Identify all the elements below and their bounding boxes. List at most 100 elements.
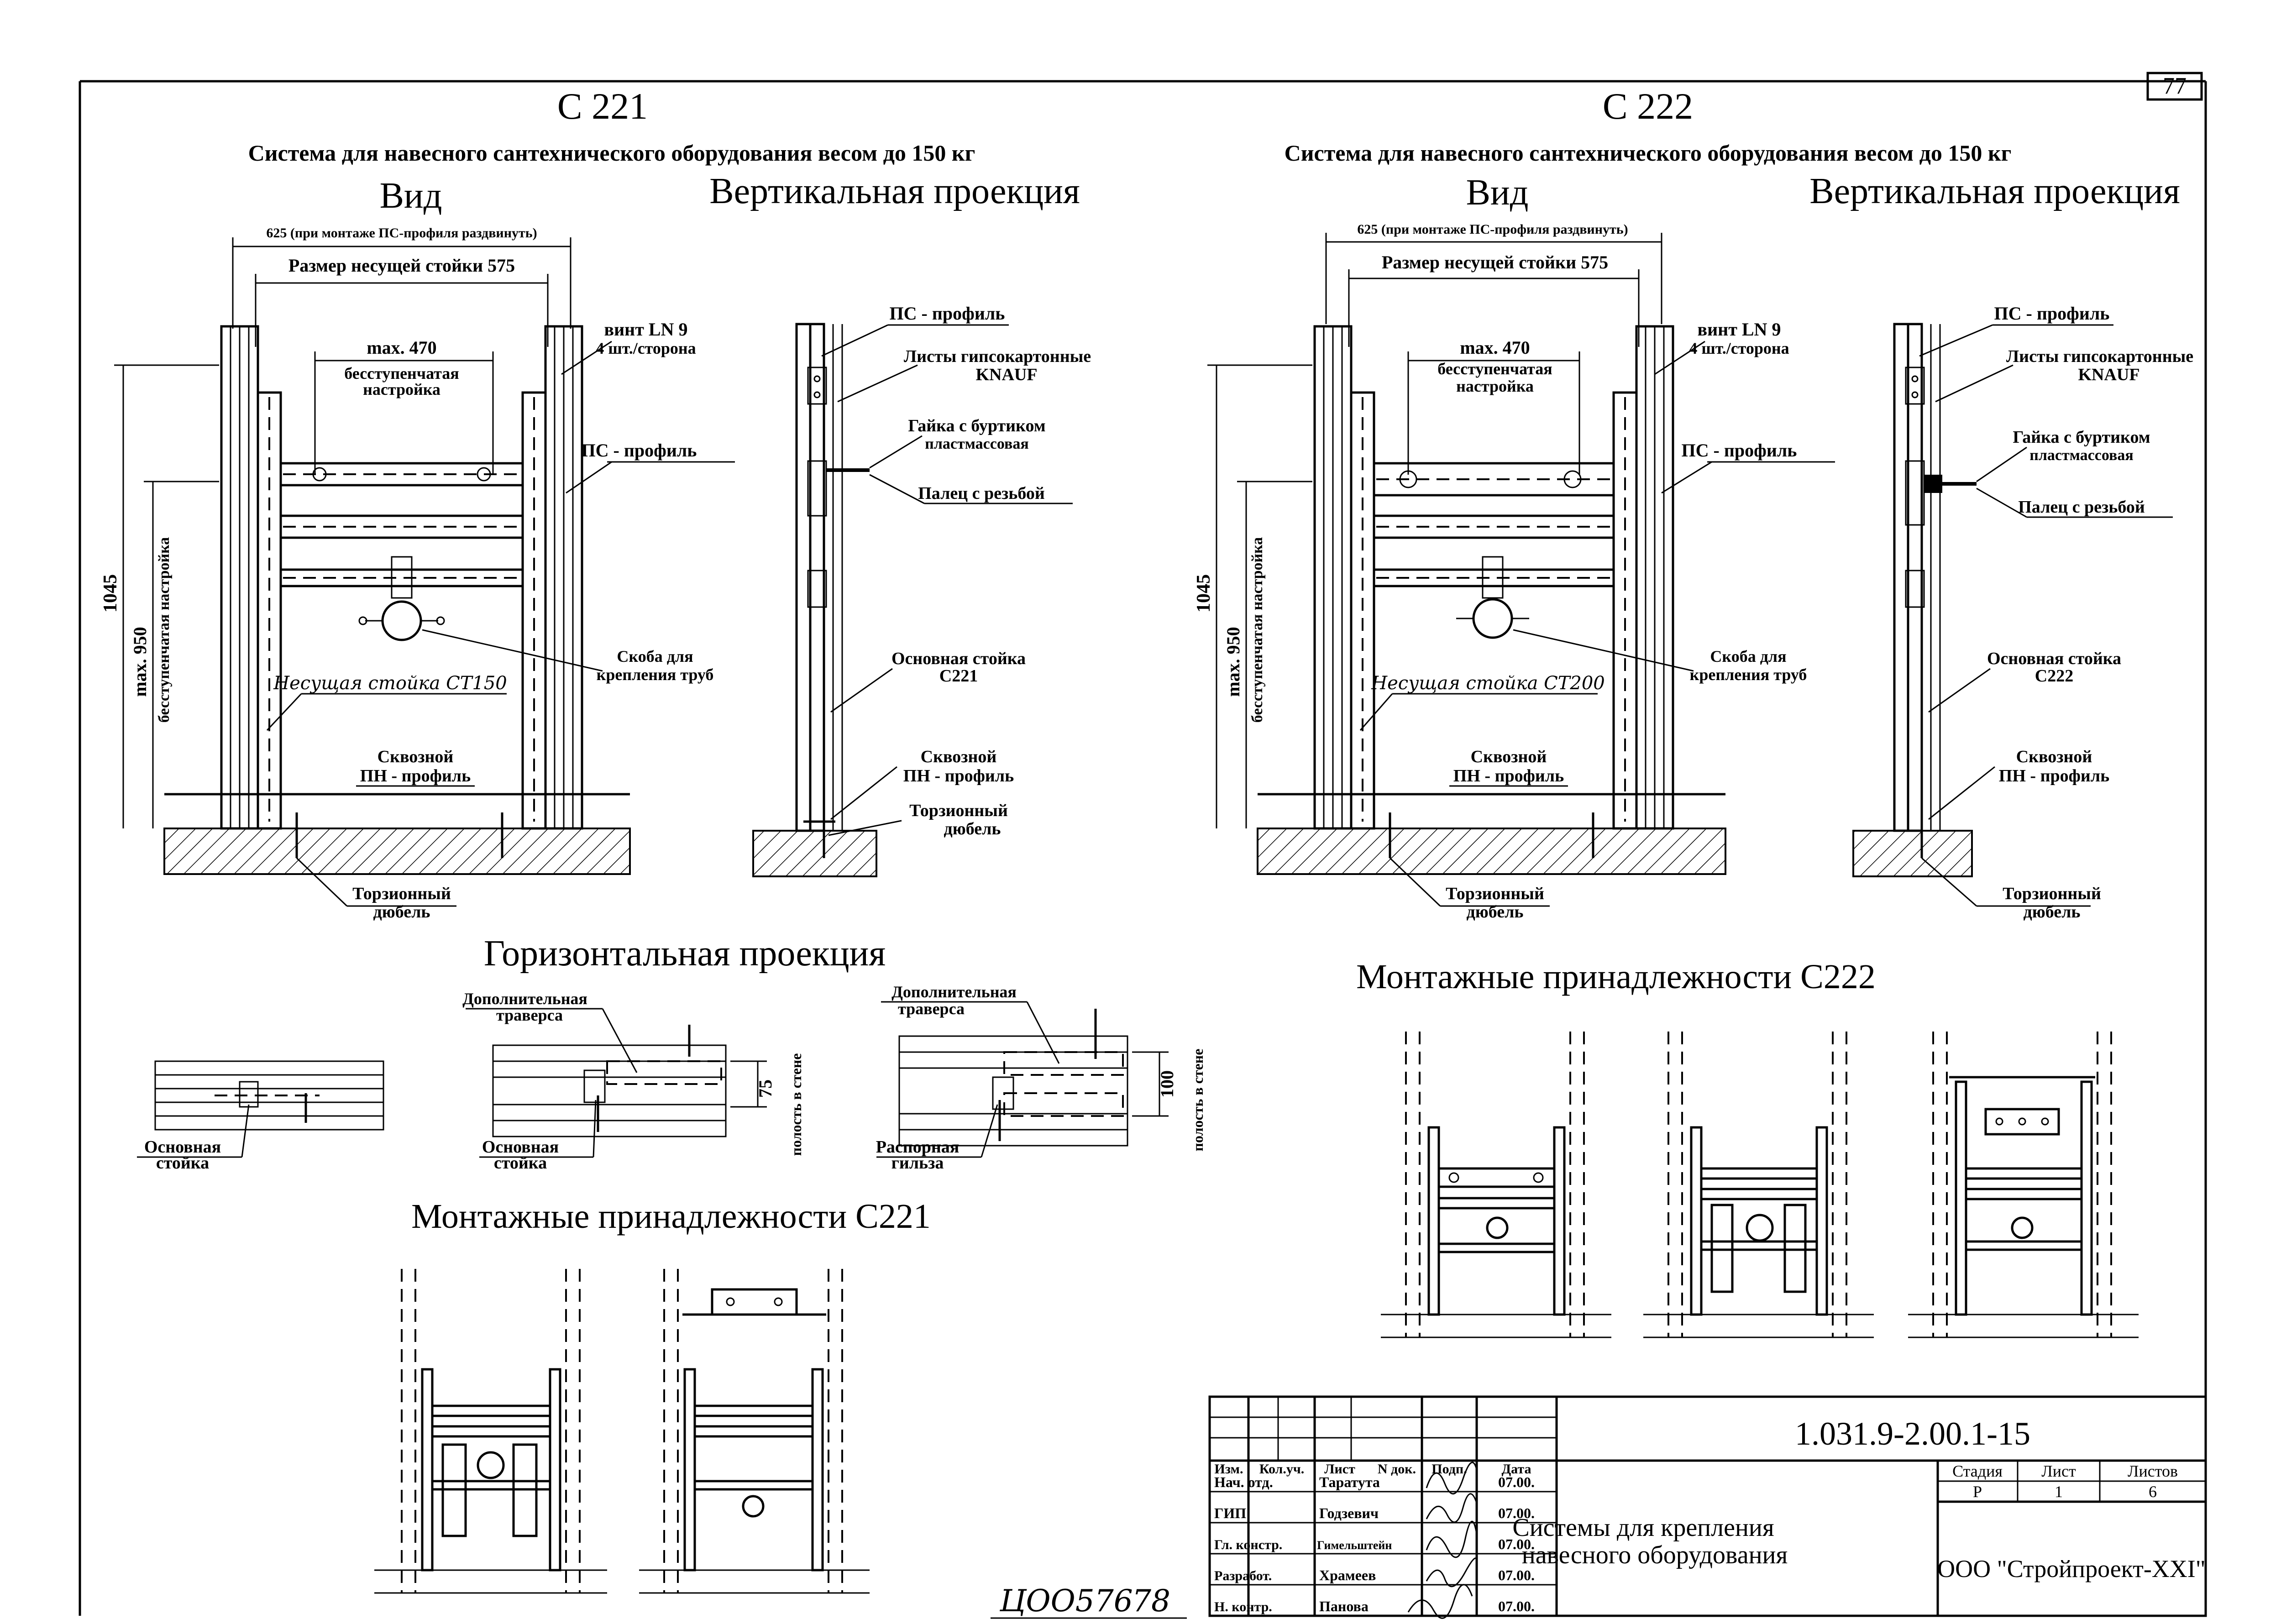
c221-bracket-label2: крепления труб: [597, 665, 714, 684]
tb-doc-name-2: навесного оборудования: [1522, 1541, 1788, 1569]
c221-v-main-label: Основная стойка: [891, 649, 1026, 668]
h2-cavity-label: полость в стене: [788, 1053, 804, 1156]
c222-header: С 222 Система для навесного сантехническ…: [1285, 85, 2180, 213]
c222-view-title: Вид: [1466, 173, 1529, 213]
c222-dim-950: max. 950: [1223, 627, 1243, 697]
c221-vertical-projection: ПС - профиль Листы гипсокартонные KNAUF …: [752, 303, 1091, 877]
c222-v-sheets-brand: KNAUF: [2078, 365, 2139, 384]
tb-sheets-header: Листов: [2128, 1462, 2178, 1480]
c222-bracket-label: Скоба для: [1710, 647, 1786, 665]
c221-v-main-label2: С221: [939, 666, 978, 686]
tb-row: Нач. отд. Таратута 07.00.: [1214, 1474, 1535, 1490]
c222-bracket-label2: крепления труб: [1690, 665, 1807, 684]
c222-dowel-label: Торзионный: [1446, 884, 1544, 903]
c221-header: С 221 Система для навесного сантехническ…: [248, 85, 1080, 216]
c222-dim-470: max. 470: [1460, 337, 1530, 358]
tb-stage-value: Р: [1973, 1483, 1982, 1501]
tb-row: Разработ. Храмеев 07.00.: [1214, 1567, 1535, 1583]
c222-front-view: 625 (при монтаже ПС-профиля раздвинуть) …: [1193, 222, 1835, 922]
c221-dim-950: max. 950: [130, 627, 150, 697]
c222-v-pn-label2: ПН - профиль: [1999, 766, 2109, 786]
c222-v-main-label2: С222: [2035, 666, 2073, 686]
horizontal-projection: Горизонтальная проекция Основная стойка: [137, 933, 1206, 1173]
archive-extra: 78: [1132, 1583, 1170, 1619]
tb-stage-header: Стадия: [1952, 1462, 2003, 1480]
accessories-c221: Монтажные принадлежности С221: [374, 1197, 931, 1594]
tb-row: Гл. констр. Гимельштейн 07.00.: [1214, 1536, 1535, 1552]
c222-dim-470-note: бесступенчатая: [1437, 360, 1552, 378]
tb-row-role: Нач. отд.: [1214, 1474, 1273, 1490]
c221-dim-625: 625 (при монтаже ПС-профиля раздвинуть): [266, 225, 537, 241]
tb-row-role: Н. контр.: [1214, 1599, 1272, 1614]
c222-ps-profile-label: ПС - профиль: [1682, 440, 1797, 461]
archive-number: ЦОО576: [999, 1583, 1133, 1619]
tb-row-name: Таратута: [1319, 1474, 1380, 1490]
tb-row-date: 07.00.: [1498, 1474, 1535, 1490]
c222-v-pin-label: Палец с резьбой: [2018, 498, 2145, 517]
h3-extra-label2: траверса: [898, 1000, 965, 1018]
c222-v-ps-label: ПС - профиль: [1994, 303, 2110, 324]
tb-head-kol: Кол.уч.: [1259, 1462, 1305, 1477]
c221-v-pin-label: Палец с резьбой: [918, 484, 1045, 503]
c221-dim-470-note: бесступенчатая: [344, 364, 459, 382]
c222-v-nut-label2: пластмассовая: [2029, 447, 2133, 464]
h2-main-post-label: Основная: [482, 1137, 559, 1157]
c221-v-dowel-label: Торзионный: [909, 801, 1008, 820]
tb-row-date: 07.00.: [1498, 1567, 1535, 1583]
tb-head-sign: Подп.: [1432, 1462, 1467, 1477]
c222-dim-625: 625 (при монтаже ПС-профиля раздвинуть): [1357, 222, 1628, 237]
c221-v-sheets-label: Листы гипсокартонные: [904, 347, 1091, 366]
c222-dim-470-note2: настройка: [1456, 377, 1534, 395]
c221-dim-1045: 1045: [100, 574, 121, 613]
c222-v-dowel-label: Торзионный: [2003, 884, 2101, 903]
tb-sheets-value: 6: [2149, 1483, 2157, 1501]
c222-subtitle: Система для навесного сантехнического об…: [1285, 140, 2012, 166]
c222-v-sheets-label: Листы гипсокартонные: [2006, 347, 2193, 366]
accessory-frame-a: [374, 1269, 607, 1594]
tb-row-name: Годзевич: [1319, 1505, 1379, 1521]
c221-v-nut-label: Гайка с буртиком: [908, 416, 1045, 435]
accessories-c221-title: Монтажные принадлежности С221: [411, 1197, 931, 1236]
c221-v-pn-label: Сквозной: [921, 747, 997, 766]
accessories-c222: Монтажные принадлежности С222: [1356, 958, 2139, 1338]
tb-row-name: Гимельштейн: [1317, 1539, 1392, 1552]
title-block: Изм. Кол.уч. Лист N док. Подп. Дата Нач.…: [1208, 1395, 2207, 1619]
signature-marks: [1407, 1462, 1478, 1619]
c221-v-sheets-brand: KNAUF: [975, 365, 1037, 384]
sheet-frame: 77: [79, 72, 2207, 1616]
c221-screw-label: винт LN 9: [604, 319, 688, 340]
tb-row-date: 07.00.: [1498, 1536, 1535, 1552]
h3-extra-label: Дополнительная: [891, 983, 1017, 1001]
h3-dim-100: 100: [1157, 1070, 1177, 1098]
c221-v-ps-label: ПС - профиль: [890, 303, 1005, 324]
c221-bracket-label: Скоба для: [617, 647, 693, 665]
h1-main-post-label2: стойка: [156, 1153, 209, 1173]
c222-dim-950-note: бесступенчатая настройка: [1249, 537, 1266, 723]
tb-head-doc: N док.: [1378, 1462, 1416, 1477]
c221-screw-count: 4 шт./сторона: [596, 339, 696, 357]
h2-extra-label: Дополнительная: [462, 990, 587, 1008]
c222-dim-575: Размер несущей стойки 575: [1382, 252, 1608, 272]
c221-pn-label2: ПН - профиль: [360, 766, 471, 786]
tb-doc-name: Системы для крепления: [1512, 1514, 1774, 1542]
c222-dowel-label2: дюбель: [1466, 902, 1523, 922]
h2-dim-75: 75: [755, 1079, 776, 1098]
tb-head-date: Дата: [1502, 1462, 1531, 1477]
c221-v-pn-label2: ПН - профиль: [903, 766, 1014, 786]
accessories-c222-title: Монтажные принадлежности С222: [1356, 958, 1876, 996]
tb-row-role: ГИП: [1214, 1505, 1246, 1521]
h3-cavity-label: полость в стене: [1190, 1049, 1206, 1152]
c222-screw-count: 4 шт./сторона: [1689, 339, 1789, 357]
horizontal-detail-1: Основная стойка: [137, 1060, 384, 1173]
horizontal-title: Горизонтальная проекция: [484, 933, 886, 974]
accessory-frame-e: [1908, 1032, 2139, 1338]
archive-stamp: ЦОО576 78: [991, 1583, 1187, 1619]
c221-subtitle: Система для навесного сантехнического об…: [248, 140, 975, 166]
c222-pn-label2: ПН - профиль: [1453, 766, 1564, 786]
c221-pn-label: Сквозной: [378, 747, 454, 766]
c221-dim-470-note2: настройка: [363, 380, 440, 398]
horizontal-detail-3: 100 полость в стене Дополнительная траве…: [876, 983, 1206, 1173]
c222-title: С 222: [1603, 85, 1693, 127]
c222-screw-label: винт LN 9: [1698, 319, 1781, 340]
c221-dim-950-note: бесступенчатая настройка: [156, 537, 173, 723]
